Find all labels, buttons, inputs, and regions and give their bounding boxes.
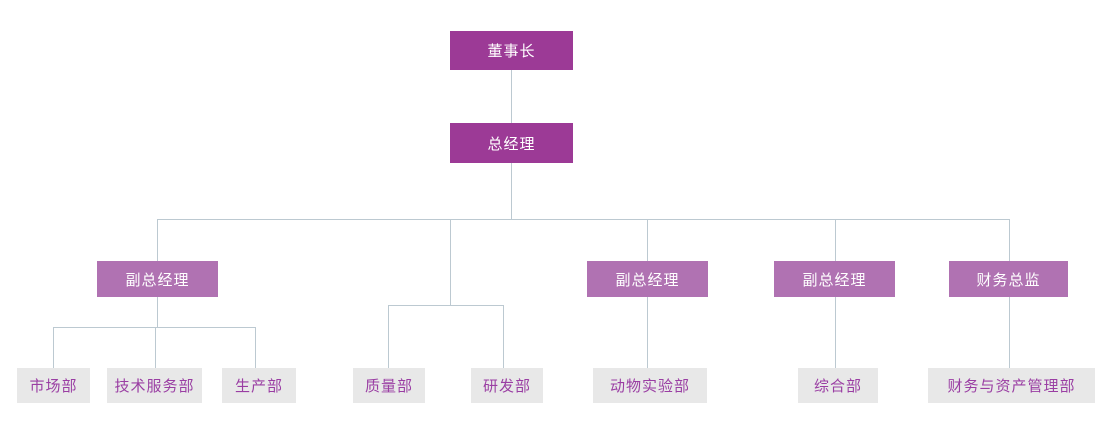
connector-branch-quality: [388, 305, 389, 368]
node-finance-director: 财务总监: [949, 261, 1068, 297]
connector-midbranch-line: [388, 305, 504, 306]
connector-branch-techservice: [155, 327, 156, 368]
connector-gm-mainline: [511, 163, 512, 219]
node-general-affairs-dept: 综合部: [798, 368, 878, 403]
connector-vgm2-animallab: [647, 297, 648, 368]
connector-chairman-gm: [511, 70, 512, 123]
node-chairman: 董事长: [450, 31, 573, 70]
connector-branch-production: [255, 327, 256, 368]
node-finance-asset-mgmt-dept: 财务与资产管理部: [928, 368, 1095, 403]
node-quality-dept: 质量部: [353, 368, 425, 403]
connector-vgm1-subline: [157, 297, 158, 327]
connector-mainline-cfo: [1009, 219, 1010, 261]
node-marketing-dept: 市场部: [17, 368, 90, 403]
connector-vgm1-branchline: [53, 327, 256, 328]
node-rd-dept: 研发部: [471, 368, 543, 403]
connector-branch-rd: [503, 305, 504, 368]
connector-mainline-vgm3: [835, 219, 836, 261]
connector-branch-marketing: [53, 327, 54, 368]
connector-vgm3-generalaffairs: [835, 297, 836, 368]
node-technical-service-dept: 技术服务部: [107, 368, 202, 403]
connector-mainline: [157, 219, 1010, 220]
connector-mainline-vgm1: [157, 219, 158, 261]
connector-mainline-midbranch: [450, 219, 451, 305]
node-production-dept: 生产部: [222, 368, 296, 403]
node-animal-lab-dept: 动物实验部: [593, 368, 707, 403]
connector-mainline-vgm2: [647, 219, 648, 261]
node-vice-general-manager-2: 副总经理: [587, 261, 708, 297]
node-vice-general-manager-1: 副总经理: [97, 261, 218, 297]
connector-cfo-financeasset: [1009, 297, 1010, 368]
node-general-manager: 总经理: [450, 123, 573, 163]
node-vice-general-manager-3: 副总经理: [774, 261, 895, 297]
